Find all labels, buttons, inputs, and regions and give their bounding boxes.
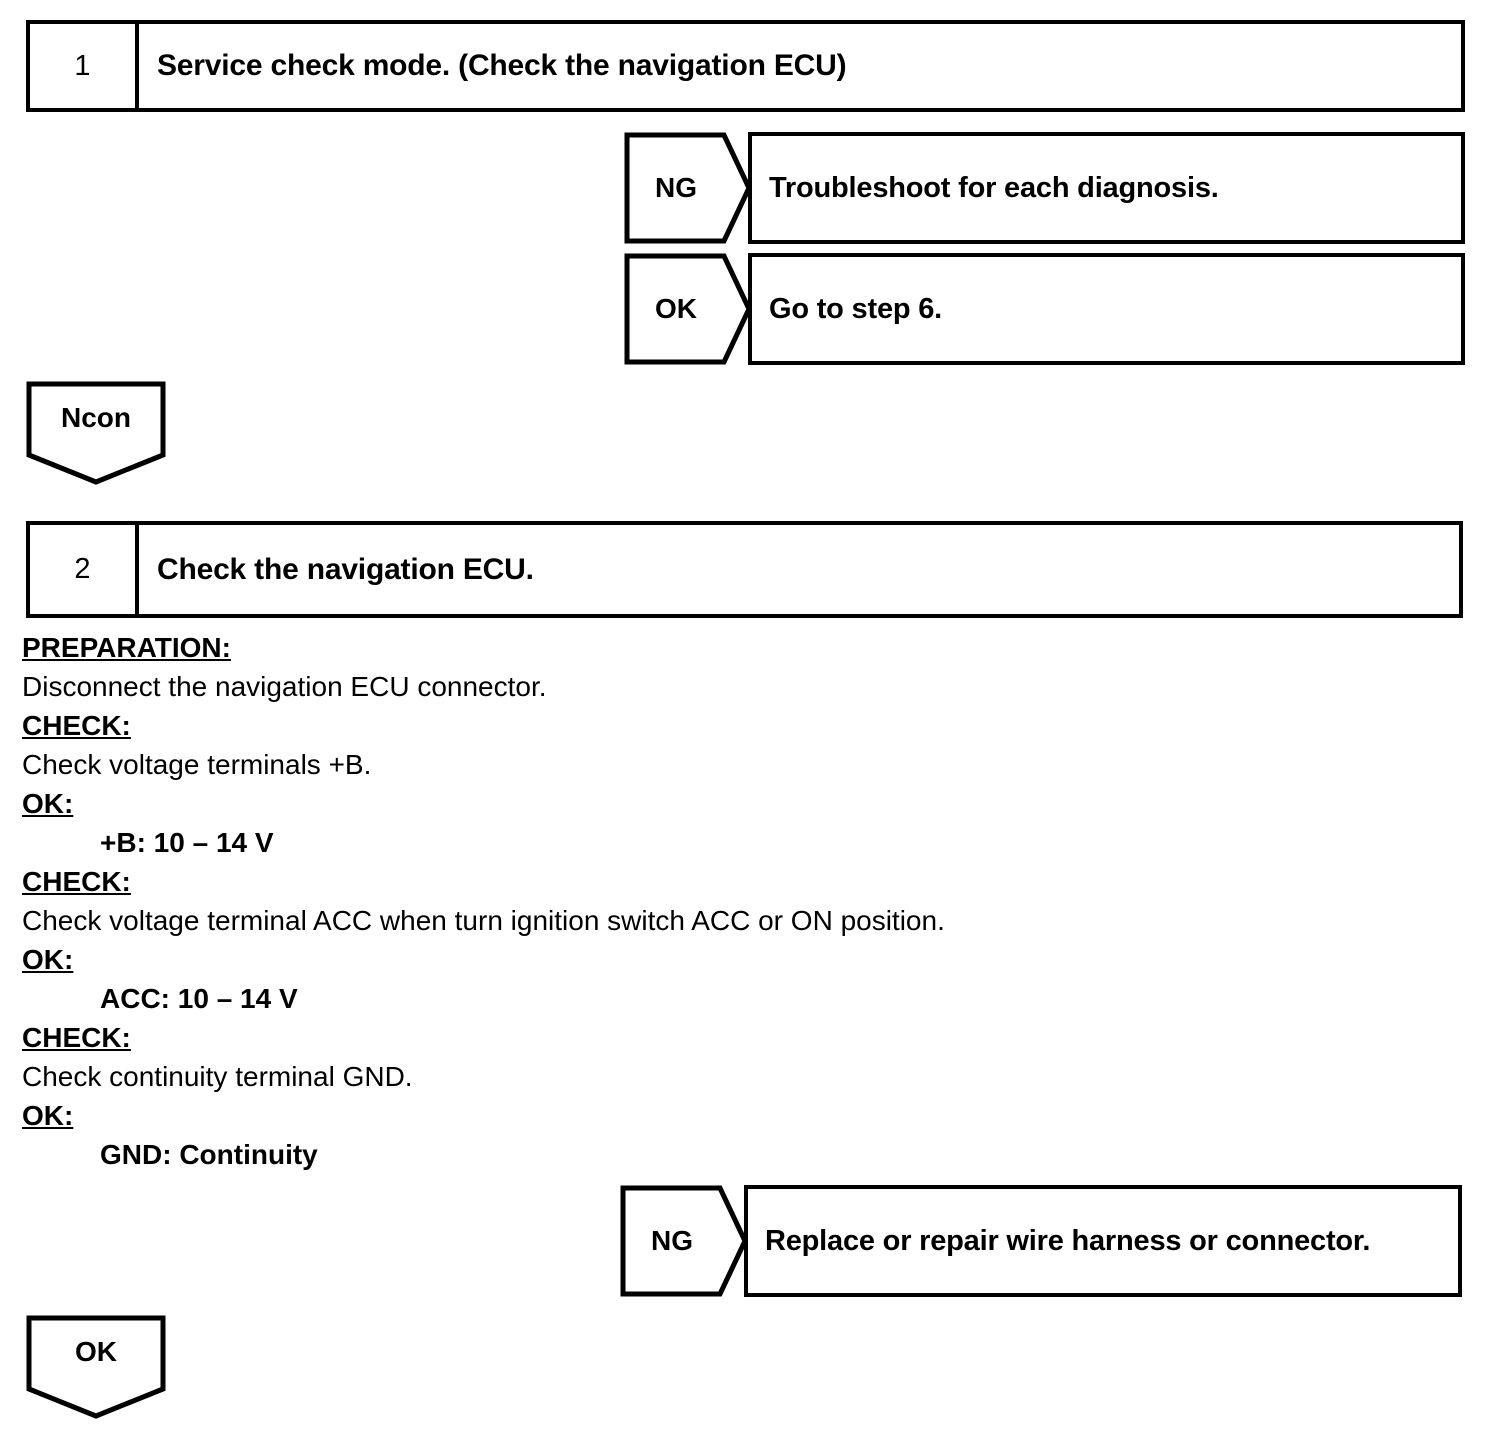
- procedure-line: PREPARATION:: [22, 632, 231, 663]
- branch-row-ng-1: NG Troubleshoot for each diagnosis.: [624, 132, 1465, 244]
- connector-ncon: Ncon: [26, 381, 166, 485]
- procedure-line: +B: 10 – 14 V: [100, 827, 274, 858]
- branch-arrow-label-ng-1: NG: [655, 172, 697, 203]
- procedure-line: OK:: [22, 1100, 74, 1131]
- branch-arrow-label-ok-1: OK: [655, 293, 697, 324]
- procedure-line: OK:: [22, 944, 74, 975]
- branch-result-ng-2: Replace or repair wire harness or connec…: [744, 1185, 1462, 1297]
- procedure-text-block: PREPARATION: Disconnect the navigation E…: [22, 628, 1322, 1174]
- branch-arrow-ng-1: [624, 132, 752, 244]
- procedure-line: CHECK:: [22, 866, 131, 897]
- procedure-line: CHECK:: [22, 710, 131, 741]
- step-box-2: 2 Check the navigation ECU.: [26, 521, 1463, 618]
- branch-arrow-ng-2: [620, 1185, 748, 1297]
- connector-ok-label: OK: [75, 1336, 117, 1367]
- step-number-2: 2: [30, 525, 139, 614]
- step-box-1: 1 Service check mode. (Check the navigat…: [26, 20, 1465, 112]
- procedure-line: Disconnect the navigation ECU connector.: [22, 671, 547, 702]
- branch-arrow-ok-1: [624, 253, 752, 365]
- connector-ncon-label: Ncon: [61, 402, 131, 433]
- procedure-line: Check continuity terminal GND.: [22, 1061, 413, 1092]
- procedure-line: Check voltage terminals +B.: [22, 749, 372, 780]
- procedure-line: Check voltage terminal ACC when turn ign…: [22, 905, 945, 936]
- branch-result-ok-1: Go to step 6.: [748, 253, 1465, 365]
- procedure-line: OK:: [22, 788, 74, 819]
- branch-arrow-label-ng-2: NG: [651, 1225, 693, 1256]
- procedure-line: GND: Continuity: [100, 1139, 318, 1170]
- connector-ok: OK: [26, 1315, 166, 1419]
- step-title-1: Service check mode. (Check the navigatio…: [157, 49, 847, 82]
- procedure-line: ACC: 10 – 14 V: [100, 983, 298, 1014]
- step-number-1: 1: [30, 24, 139, 108]
- procedure-line: CHECK:: [22, 1022, 131, 1053]
- branch-row-ng-2: NG Replace or repair wire harness or con…: [620, 1185, 1462, 1297]
- branch-row-ok-1: OK Go to step 6.: [624, 253, 1465, 365]
- branch-result-ng-1: Troubleshoot for each diagnosis.: [748, 132, 1465, 244]
- step-title-2: Check the navigation ECU.: [157, 552, 534, 586]
